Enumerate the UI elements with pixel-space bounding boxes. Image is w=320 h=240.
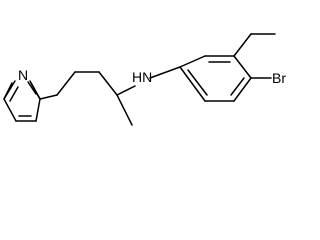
molecule-drawing: N HN Br (3, 33, 286, 126)
pyridine-nitrogen-label: N (18, 67, 28, 83)
bond (230, 77, 245, 96)
bromine-label: Br (272, 70, 286, 86)
chemical-structure-canvas: N HN Br (3, 33, 287, 126)
bond (116, 85, 136, 96)
bond (9, 86, 19, 102)
benzene-ring (179, 33, 276, 102)
bond (233, 77, 252, 102)
bond (187, 69, 208, 96)
bond (3, 98, 17, 122)
amine-nitrogen-label: HN (132, 69, 152, 85)
bond (179, 66, 206, 102)
bond (56, 71, 76, 96)
bond (27, 81, 37, 95)
bond (98, 71, 118, 96)
bond (149, 66, 181, 79)
bond (30, 82, 41, 100)
bond (179, 55, 206, 68)
bond (3, 82, 13, 100)
bond (233, 33, 252, 57)
bond (39, 94, 58, 100)
ethyl-linker (39, 66, 181, 126)
pyridine-ring (3, 80, 41, 122)
bond (116, 94, 133, 126)
bond (35, 98, 41, 122)
bond (233, 55, 252, 79)
